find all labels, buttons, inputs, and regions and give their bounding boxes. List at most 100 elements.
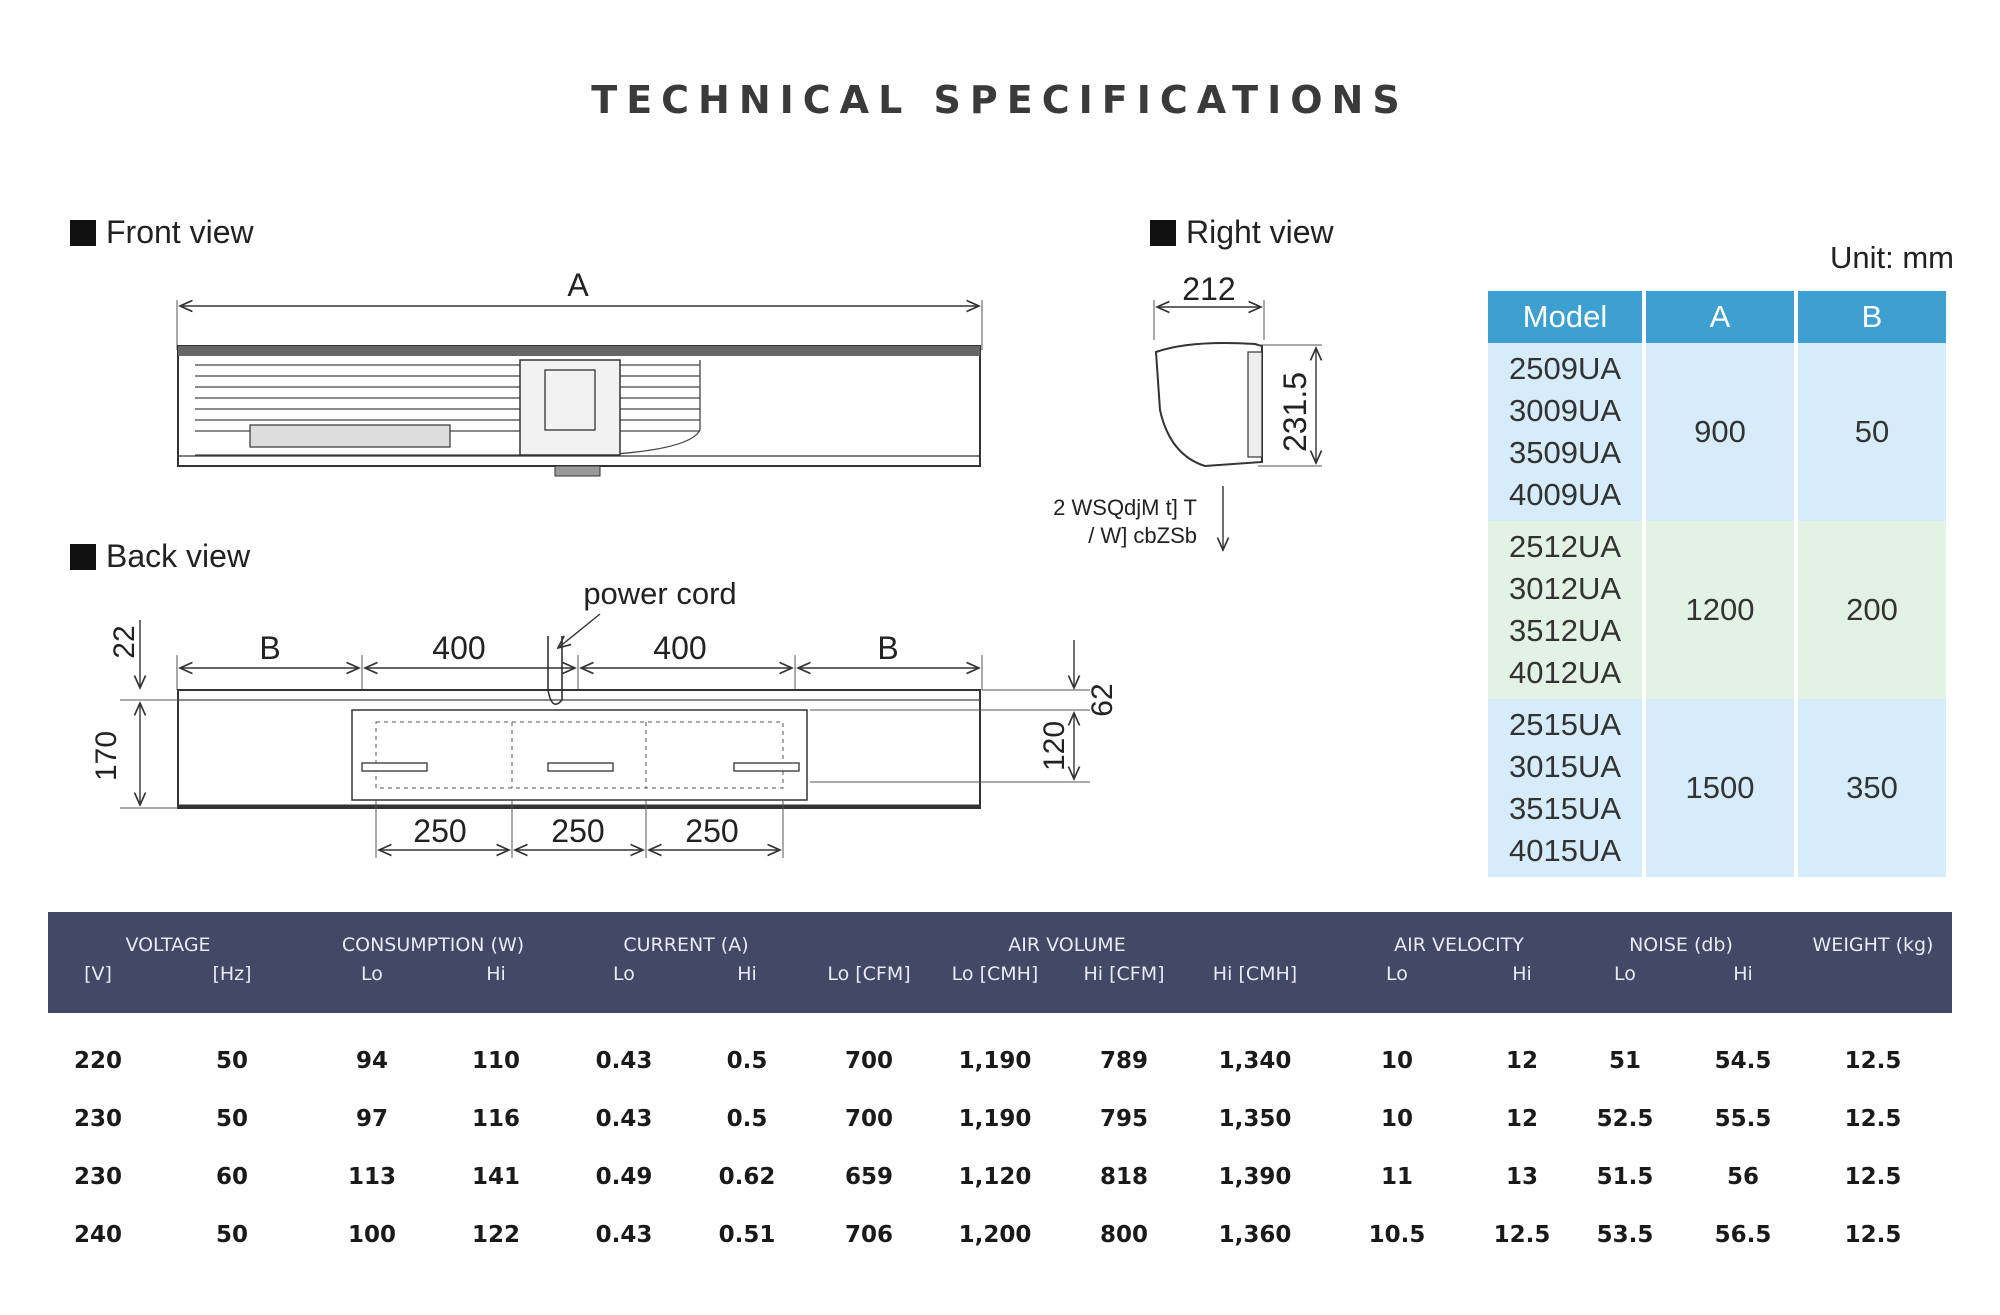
model-name: 3515UA xyxy=(1508,791,1622,826)
model-name: 2515UA xyxy=(1508,707,1622,742)
right-view-text: Right view xyxy=(1186,214,1334,250)
spec-cell: 1,190 xyxy=(958,1106,1032,1132)
dim-b-right-label: B xyxy=(877,630,898,666)
spec-cell: 706 xyxy=(844,1222,894,1248)
spec-cell: 51 xyxy=(1608,1048,1642,1074)
spec-cell: 0.5 xyxy=(726,1048,768,1074)
spec-sub-header: Hi xyxy=(1512,963,1532,985)
unit-label: Unit: mm xyxy=(1830,240,1954,275)
spec-cell: 12.5 xyxy=(1493,1222,1551,1248)
model-name: 4009UA xyxy=(1508,477,1622,512)
dim-400-right-label: 400 xyxy=(653,630,706,666)
spec-cell: 0.43 xyxy=(595,1106,653,1132)
spec-cell: 1,360 xyxy=(1218,1222,1292,1248)
dim-212-label: 212 xyxy=(1182,271,1235,307)
spec-cell: 1,350 xyxy=(1218,1106,1292,1132)
spec-sub-header: Lo xyxy=(1386,963,1408,985)
spec-cell: 659 xyxy=(844,1164,894,1190)
spec-table-header xyxy=(48,912,1952,1013)
spec-cell: 0.43 xyxy=(595,1222,653,1248)
spec-cell: 0.5 xyxy=(726,1106,768,1132)
spec-cell: 50 xyxy=(215,1106,249,1132)
dim-250-mid-label: 250 xyxy=(551,813,604,849)
b-header: B xyxy=(1798,291,1946,343)
dim-a-value: 900 xyxy=(1646,343,1794,521)
front-view-text: Front view xyxy=(106,214,254,250)
spec-sub-header: Hi [CMH] xyxy=(1212,963,1298,985)
dim-b-left-label: B xyxy=(259,630,280,666)
spec-sub-header: Lo xyxy=(1614,963,1636,985)
model-dimension-table: Model A B 2509UA 3009UA 3509UA 4009UA 90… xyxy=(1484,291,1950,877)
dim-231-label: 231.5 xyxy=(1277,372,1313,452)
spec-cell: 700 xyxy=(844,1048,894,1074)
front-view-label: Front view xyxy=(70,214,254,251)
model-name: 2512UA xyxy=(1508,529,1622,564)
right-note-line-2: / W] cbZSb xyxy=(1088,523,1197,548)
back-view-drawing: power cord B 400 400 B xyxy=(90,576,1119,858)
spec-cell: 122 xyxy=(471,1222,521,1248)
model-group-row: 2509UA 3009UA 3509UA 4009UA 900 50 xyxy=(1488,343,1946,521)
spec-cell: 12.5 xyxy=(1844,1222,1902,1248)
model-list: 2509UA 3009UA 3509UA 4009UA xyxy=(1488,343,1642,521)
model-name: 3012UA xyxy=(1508,571,1622,606)
square-bullet-icon xyxy=(70,219,96,246)
spec-sub-header: Lo xyxy=(613,963,635,985)
square-bullet-icon xyxy=(1150,219,1176,246)
dim-250-right-label: 250 xyxy=(685,813,738,849)
spec-group-header: NOISE (db) xyxy=(1629,934,1733,956)
spec-cell: 1,190 xyxy=(958,1048,1032,1074)
spec-cell: 50 xyxy=(215,1048,249,1074)
dim-a-value: 1500 xyxy=(1646,699,1794,877)
dim-120-label: 120 xyxy=(1038,721,1071,771)
model-name: 3015UA xyxy=(1508,749,1622,784)
spec-cell: 0.49 xyxy=(595,1164,653,1190)
spec-cell: 97 xyxy=(355,1106,389,1132)
dim-b-value: 350 xyxy=(1798,699,1946,877)
spec-cell: 12 xyxy=(1505,1048,1539,1074)
spec-sub-header: Hi [CFM] xyxy=(1083,963,1165,985)
spec-cell: 13 xyxy=(1505,1164,1539,1190)
spec-sub-header: Hi xyxy=(737,963,757,985)
spec-cell: 230 xyxy=(73,1106,123,1132)
spec-group-header: CURRENT (A) xyxy=(623,934,749,956)
spec-cell: 10 xyxy=(1380,1048,1414,1074)
right-view-label: Right view xyxy=(1150,214,1334,251)
model-name: 3512UA xyxy=(1508,613,1622,648)
spec-sub-header: Lo [CMH] xyxy=(951,963,1039,985)
spec-cell: 1,340 xyxy=(1218,1048,1292,1074)
spec-cell: 0.62 xyxy=(718,1164,776,1190)
model-name: 3009UA xyxy=(1508,393,1622,428)
spec-cell: 1,200 xyxy=(958,1222,1032,1248)
spec-cell: 795 xyxy=(1099,1106,1149,1132)
spec-cell: 789 xyxy=(1099,1048,1149,1074)
dim-b-value: 50 xyxy=(1798,343,1946,521)
dim-250-left-label: 250 xyxy=(413,813,466,849)
model-list: 2512UA 3012UA 3512UA 4012UA xyxy=(1488,521,1642,699)
spec-sub-header: Hi xyxy=(1733,963,1753,985)
model-name: 3509UA xyxy=(1508,435,1622,470)
page-title: TECHNICAL SPECIFICATIONS xyxy=(591,78,1409,122)
spec-group-header: AIR VOLUME xyxy=(1008,934,1126,956)
spec-cell: 220 xyxy=(73,1048,123,1074)
spec-cell: 51.5 xyxy=(1596,1164,1654,1190)
spec-cell: 800 xyxy=(1099,1222,1149,1248)
spec-cell: 100 xyxy=(347,1222,397,1248)
dim-62-label: 62 xyxy=(1086,683,1119,716)
spec-cell: 10 xyxy=(1380,1106,1414,1132)
spec-cell: 56.5 xyxy=(1714,1222,1772,1248)
square-bullet-icon xyxy=(70,543,96,570)
model-name: 4015UA xyxy=(1508,833,1622,868)
spec-cell: 1,120 xyxy=(958,1164,1032,1190)
model-group-row: 2515UA 3015UA 3515UA 4015UA 1500 350 xyxy=(1488,699,1946,877)
power-cord-label: power cord xyxy=(583,576,736,611)
spec-cell: 52.5 xyxy=(1596,1106,1654,1132)
spec-cell: 11 xyxy=(1380,1164,1414,1190)
spec-sub-header: [Hz] xyxy=(212,963,252,985)
spec-cell: 94 xyxy=(355,1048,389,1074)
front-view-drawing: A xyxy=(176,267,983,477)
spec-cell: 141 xyxy=(471,1164,521,1190)
back-view-text: Back view xyxy=(106,538,251,574)
dim-22-label: 22 xyxy=(108,625,141,658)
model-group-row: 2512UA 3012UA 3512UA 4012UA 1200 200 xyxy=(1488,521,1946,699)
spec-cell: 0.51 xyxy=(718,1222,776,1248)
